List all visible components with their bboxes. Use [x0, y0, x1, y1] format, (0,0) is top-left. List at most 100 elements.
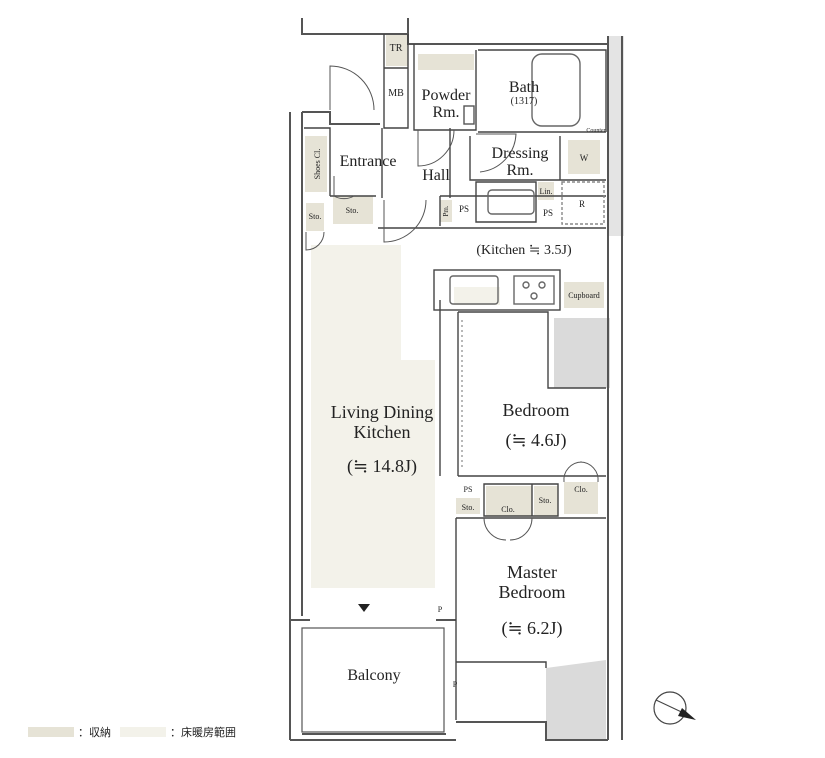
labels: TR MB Powder Rm. Bath (1317) Entrance Sh… [309, 43, 606, 689]
floor-heating-ldk-lower [311, 360, 435, 588]
wall-tr-mb [383, 34, 409, 129]
label-sto-entrance-1: Sto. [309, 212, 322, 221]
wall-bottom-right [456, 721, 608, 741]
wall-outer-left [289, 112, 303, 740]
storage-sto-master [534, 486, 558, 516]
label-pm: Pm. [442, 205, 450, 216]
label-ps-kitchen-1: PS [459, 204, 469, 214]
storage-clo-master [486, 486, 532, 516]
door-dressing [476, 133, 517, 173]
label-bedroom-area: (≒ 4.6J) [505, 430, 566, 451]
wall-master [455, 517, 606, 720]
fridge-space [561, 181, 605, 225]
shaded-block-upper [554, 318, 610, 388]
door-entrance [329, 65, 375, 111]
wall-entrance-top [302, 111, 380, 125]
label-powder-1: Powder [422, 87, 472, 104]
wall-bath [478, 49, 607, 133]
label-shoes: Shoes Cl. [313, 149, 322, 180]
wall-outer-top [301, 18, 609, 45]
label-balcony: Balcony [347, 667, 400, 684]
label-ldk-area: (≒ 14.8J) [347, 456, 417, 477]
powder-sink [463, 105, 475, 125]
label-counter: Counter [586, 128, 605, 134]
compass [653, 691, 696, 725]
label-kitchen-area: (Kitchen ≒ 3.5J) [476, 243, 572, 258]
floor-heating-zones [311, 245, 500, 588]
label-hall: Hall [422, 167, 450, 184]
label-powder-2: Rm. [432, 104, 459, 121]
label-clo-master: Clo. [501, 505, 515, 514]
door-shoes [333, 176, 355, 200]
storage-sto-entrance [333, 196, 373, 224]
label-dressing-1: Dressing [492, 145, 549, 162]
legend-storage-swatch [28, 727, 74, 737]
compass-north-arrow [678, 708, 696, 720]
legend-floor-heating-label: ：床暖房範囲 [170, 726, 236, 739]
floor-heating-kitchen [454, 287, 500, 305]
cooktop [513, 275, 555, 305]
label-p-2: P [453, 680, 458, 689]
label-sto-mid: Sto. [462, 503, 475, 512]
storage-shoes [305, 136, 327, 192]
door-sto-left [305, 231, 325, 251]
kitchen-counter [433, 269, 561, 311]
door-powder [417, 129, 455, 167]
label-clo-bedroom: Clo. [574, 485, 588, 494]
burner-1 [522, 281, 530, 289]
label-p-1: P [438, 605, 443, 614]
storage-tr [386, 34, 408, 66]
balcony-door-marker [358, 604, 370, 612]
label-ldk-2: Kitchen [354, 422, 411, 442]
label-lin: Lin. [539, 187, 552, 196]
label-bedroom: Bedroom [503, 400, 570, 420]
door-bedroom-clo [563, 461, 599, 483]
legend-floor-heating-swatch [120, 727, 166, 737]
label-cupboard: Cupboard [568, 291, 600, 300]
wall-bedroom [457, 311, 606, 477]
storage-areas [305, 34, 604, 516]
door-hall [383, 199, 427, 243]
label-tr: TR [390, 43, 403, 54]
label-master-2: Bedroom [499, 582, 566, 602]
label-r: R [579, 199, 585, 209]
legend-storage-label: ：収納 [78, 726, 111, 739]
label-bath-2: (1317) [511, 96, 538, 107]
label-dressing-2: Rm. [506, 162, 533, 179]
label-ps-mid: PS [464, 485, 473, 494]
label-ps-kitchen-2: PS [543, 208, 553, 218]
wall-closet [483, 483, 559, 517]
doors [305, 65, 599, 541]
bathtub [531, 53, 581, 127]
label-master-1: Master [507, 562, 557, 582]
label-ldk-1: Living Dining [331, 402, 434, 422]
burner-3 [530, 292, 538, 300]
sink-basin [487, 189, 535, 215]
storage-cupboard [564, 282, 604, 308]
label-mb: MB [388, 88, 404, 99]
storage-sto-left [306, 203, 324, 231]
burner-2 [538, 281, 546, 289]
compass-circle [653, 691, 687, 725]
shaded-strip-top [608, 36, 624, 236]
label-entrance: Entrance [340, 153, 397, 170]
label-sto-entrance-2: Sto. [346, 206, 359, 215]
wall-powder [413, 44, 477, 131]
label-master-area: (≒ 6.2J) [501, 618, 562, 639]
shaded-exterior [546, 36, 624, 740]
shaded-block-lower [546, 660, 606, 740]
interior-walls [304, 34, 607, 720]
wall-hall [381, 128, 451, 198]
balcony-area [301, 627, 445, 733]
storage-pm [440, 200, 452, 222]
wall-kitchen-top [439, 181, 606, 226]
label-bath-1: Bath [509, 79, 539, 96]
storage-clo-bedroom [564, 482, 598, 514]
walls [289, 18, 623, 741]
door-master [483, 517, 533, 541]
storage-w [568, 140, 600, 174]
label-sto-master: Sto. [539, 496, 552, 505]
wall-dressing [469, 136, 606, 181]
storage-sto-mid [456, 498, 480, 514]
floor-heating-ldk [311, 245, 401, 365]
